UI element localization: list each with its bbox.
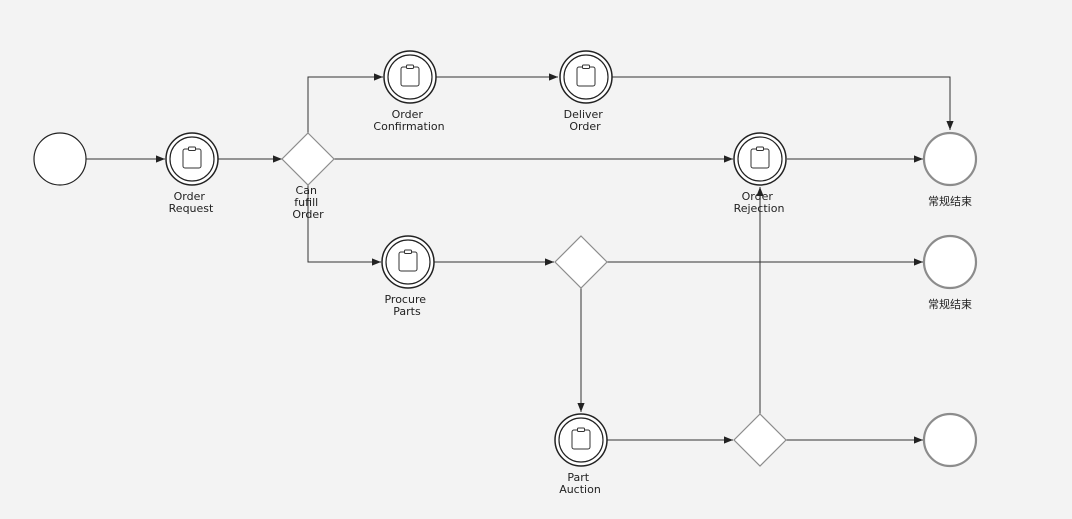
clipboard-icon [400, 64, 420, 87]
clipboard-icon [182, 146, 202, 169]
task-procure-parts[interactable] [381, 235, 435, 289]
gateway-can-fulfill[interactable] [281, 132, 335, 186]
order-confirmation-label: Order Confirmation [373, 108, 444, 133]
gateway-auction[interactable] [733, 413, 787, 467]
edge-deliver-order-to-end-1[interactable] [612, 76, 954, 130]
end-event-2-label: 常规结束 [928, 297, 972, 311]
task-deliver-order[interactable] [559, 50, 613, 104]
end-event-1-label: 常规结束 [928, 194, 972, 208]
edge-gateway-to-procure-parts[interactable] [307, 185, 381, 266]
end-event-3[interactable] [922, 412, 978, 468]
start-event[interactable] [33, 132, 87, 186]
task-part-auction[interactable] [554, 413, 608, 467]
end-event-1[interactable] [922, 131, 978, 187]
clipboard-icon [750, 146, 770, 169]
gateway-parts[interactable] [554, 235, 608, 289]
order-request-label: Order Request [169, 190, 214, 215]
part-auction-label: Part Auction [559, 471, 601, 496]
end-event-2[interactable] [922, 234, 978, 290]
order-rejection-label: Order Rejection [734, 190, 785, 215]
edges [86, 73, 954, 444]
task-order-rejection[interactable] [733, 132, 787, 186]
edge-gateway-to-order-confirmation[interactable] [307, 73, 383, 134]
clipboard-icon [576, 64, 596, 87]
can-fulfill-label: Can fufill Order [292, 184, 324, 221]
deliver-order-label: Deliver Order [564, 108, 607, 133]
clipboard-icon [571, 427, 591, 450]
task-order-confirmation[interactable] [383, 50, 437, 104]
clipboard-icon [398, 249, 418, 272]
procure-parts-label: Procure Parts [384, 293, 429, 318]
task-order-request[interactable] [165, 132, 219, 186]
